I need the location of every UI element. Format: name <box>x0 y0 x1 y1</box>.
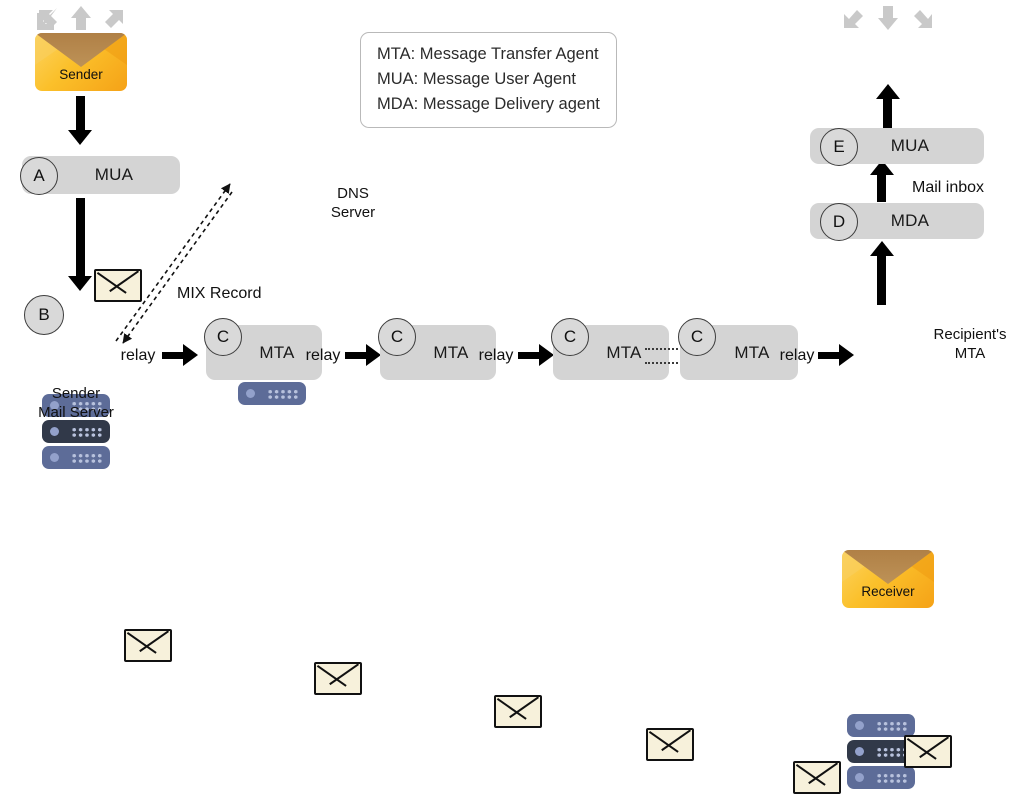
mta-chain-ellipsis-bottom <box>645 362 678 364</box>
diagram-canvas: Sender MUA A B Sender Mail Server DNS Se… <box>16 4 1015 794</box>
relay-text: relay <box>779 347 815 364</box>
step-badge-c-2: C <box>378 318 416 356</box>
mix-record-text: MIX Record <box>177 285 262 302</box>
mix-record-label: MIX Record <box>177 284 267 304</box>
badge-text: C <box>216 327 230 346</box>
arrow-mua-to-server-head <box>68 276 92 291</box>
sender-label: Sender <box>59 67 103 82</box>
sender-motion-arrows-icon <box>33 4 129 32</box>
relay-arrow-3-head <box>539 344 554 366</box>
node-label: MUA <box>94 165 134 184</box>
node-label: MTA <box>606 342 642 362</box>
label-line-1: Recipient's <box>933 326 1007 343</box>
node-label: MTA <box>734 342 770 362</box>
arrow-mua-to-receiver-stem <box>883 98 892 128</box>
badge-text: A <box>33 166 45 185</box>
relay-label-4: relay <box>777 346 817 366</box>
relay-text: relay <box>478 347 514 364</box>
envelope-icon-1 <box>124 629 172 662</box>
mail-inbox-text: Mail inbox <box>912 179 985 196</box>
envelope-icon-4 <box>646 728 694 761</box>
relay-label-3: relay <box>476 346 516 366</box>
relay-arrow-2-head <box>366 344 381 366</box>
mta-chain-ellipsis-top <box>645 348 678 350</box>
envelope-icon-6 <box>904 735 952 768</box>
mail-inbox-label: Mail inbox <box>912 178 1012 198</box>
dns-query-arrows <box>110 178 250 348</box>
envelope-icon-mua-out <box>94 269 142 302</box>
step-badge-c-3: C <box>551 318 589 356</box>
relay-text: relay <box>120 347 156 364</box>
badge-text: E <box>833 137 845 156</box>
legend-line-mta: MTA: Message Transfer Agent <box>377 45 599 63</box>
arrow-mda-to-mua-stem <box>877 174 886 202</box>
relay-label-1: relay <box>118 346 158 366</box>
step-badge-c-1: C <box>204 318 242 356</box>
legend-box: MTA: Message Transfer Agent MUA: Message… <box>360 32 617 129</box>
sender-mail-server-label: Sender Mail Server <box>16 385 136 423</box>
node-label: MTA <box>433 342 469 362</box>
relay-arrow-3-stem <box>518 352 540 359</box>
badge-text: B <box>38 305 50 324</box>
step-badge-a: A <box>20 157 58 195</box>
step-badge-e: E <box>820 128 858 166</box>
label-line-1: Sender <box>51 385 101 402</box>
arrow-mua-to-receiver-head <box>876 84 900 99</box>
receiver-envelope-icon: Receiver <box>842 550 934 608</box>
relay-text: relay <box>305 347 341 364</box>
relay-arrow-4-head <box>839 344 854 366</box>
node-label: MUA <box>890 136 930 155</box>
dns-server-label: DNS Server <box>313 185 393 223</box>
step-badge-d: D <box>820 203 858 241</box>
arrow-mta-to-mda-stem <box>877 255 886 305</box>
relay-arrow-1-stem <box>162 352 184 359</box>
relay-arrow-4-stem <box>818 352 840 359</box>
legend-line-mda: MDA: Message Delivery agent <box>377 95 600 114</box>
label-line-1: DNS <box>337 185 369 202</box>
arrow-mta-to-mda-head <box>870 241 894 256</box>
sender-envelope-icon: Sender <box>35 33 127 91</box>
relay-arrow-2-stem <box>345 352 367 359</box>
envelope-icon-5 <box>793 761 841 794</box>
receiver-label: Receiver <box>861 584 915 599</box>
node-label: MDA <box>890 211 930 230</box>
label-line-2: MTA <box>954 344 986 362</box>
relay-label-2: relay <box>303 346 343 366</box>
receiver-motion-arrows-icon <box>840 4 936 32</box>
badge-text: C <box>390 327 404 346</box>
arrow-sender-to-mua-stem <box>76 96 85 132</box>
arrow-sender-to-mua-head <box>68 130 92 145</box>
recipient-mta-label: Recipient's MTA <box>925 326 1015 364</box>
label-line-2: Mail Server <box>38 403 114 421</box>
step-badge-b: B <box>24 295 64 335</box>
envelope-icon-2 <box>314 662 362 695</box>
badge-text: C <box>563 327 577 346</box>
relay-arrow-1-head <box>183 344 198 366</box>
label-line-2: Server <box>330 203 376 221</box>
envelope-icon-3 <box>494 695 542 728</box>
arrow-mua-to-server-stem <box>76 198 85 278</box>
legend-line-mua: MUA: Message User Agent <box>377 70 576 89</box>
badge-text: C <box>690 327 704 346</box>
badge-text: D <box>832 212 846 231</box>
node-label: MTA <box>259 342 295 362</box>
step-badge-c-4: C <box>678 318 716 356</box>
